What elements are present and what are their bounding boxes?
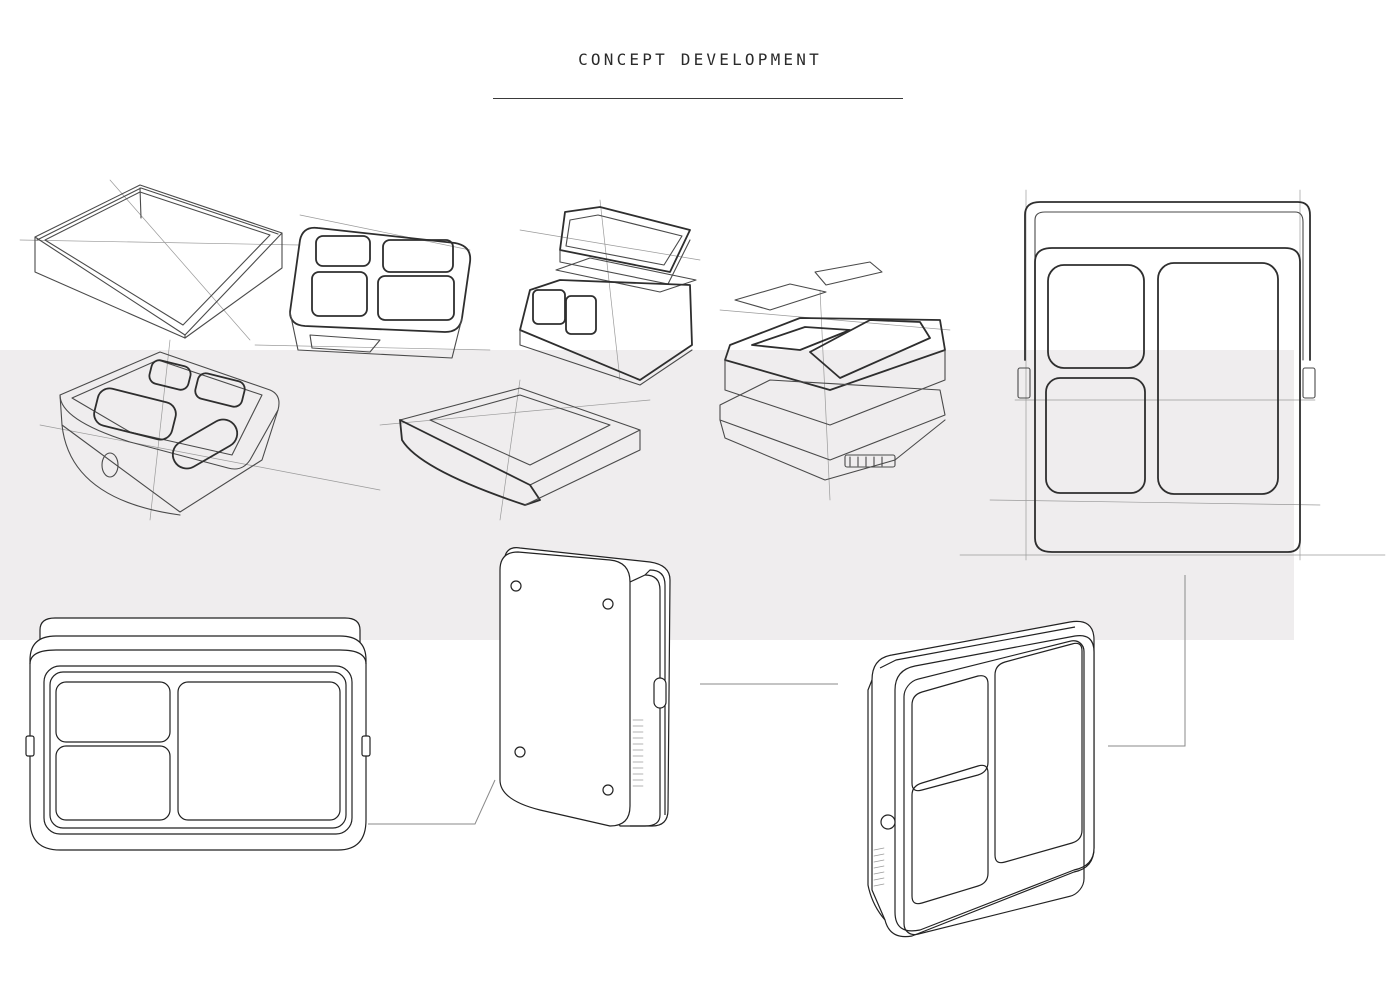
page-title: CONCEPT DEVELOPMENT [578, 50, 822, 69]
back-view-lunchbox-render-icon [499, 547, 671, 827]
compartment-tray-with-latch-sketch-icon [39, 339, 381, 521]
front-view-lunchbox-render-icon [25, 617, 371, 851]
stacked-containers-sketch-icon [519, 199, 701, 386]
title-underline [493, 98, 903, 99]
perspective-lunchbox-render-icon [867, 620, 1095, 938]
four-compartment-box-sketch-icon [254, 214, 491, 359]
open-tray-sketch-icon [19, 179, 301, 341]
front-view-handle-sketch-icon [959, 189, 1386, 561]
slim-base-sketch-icon [379, 379, 651, 521]
connector-lines [368, 575, 1186, 825]
exploded-layers-sketch-icon [719, 261, 951, 501]
